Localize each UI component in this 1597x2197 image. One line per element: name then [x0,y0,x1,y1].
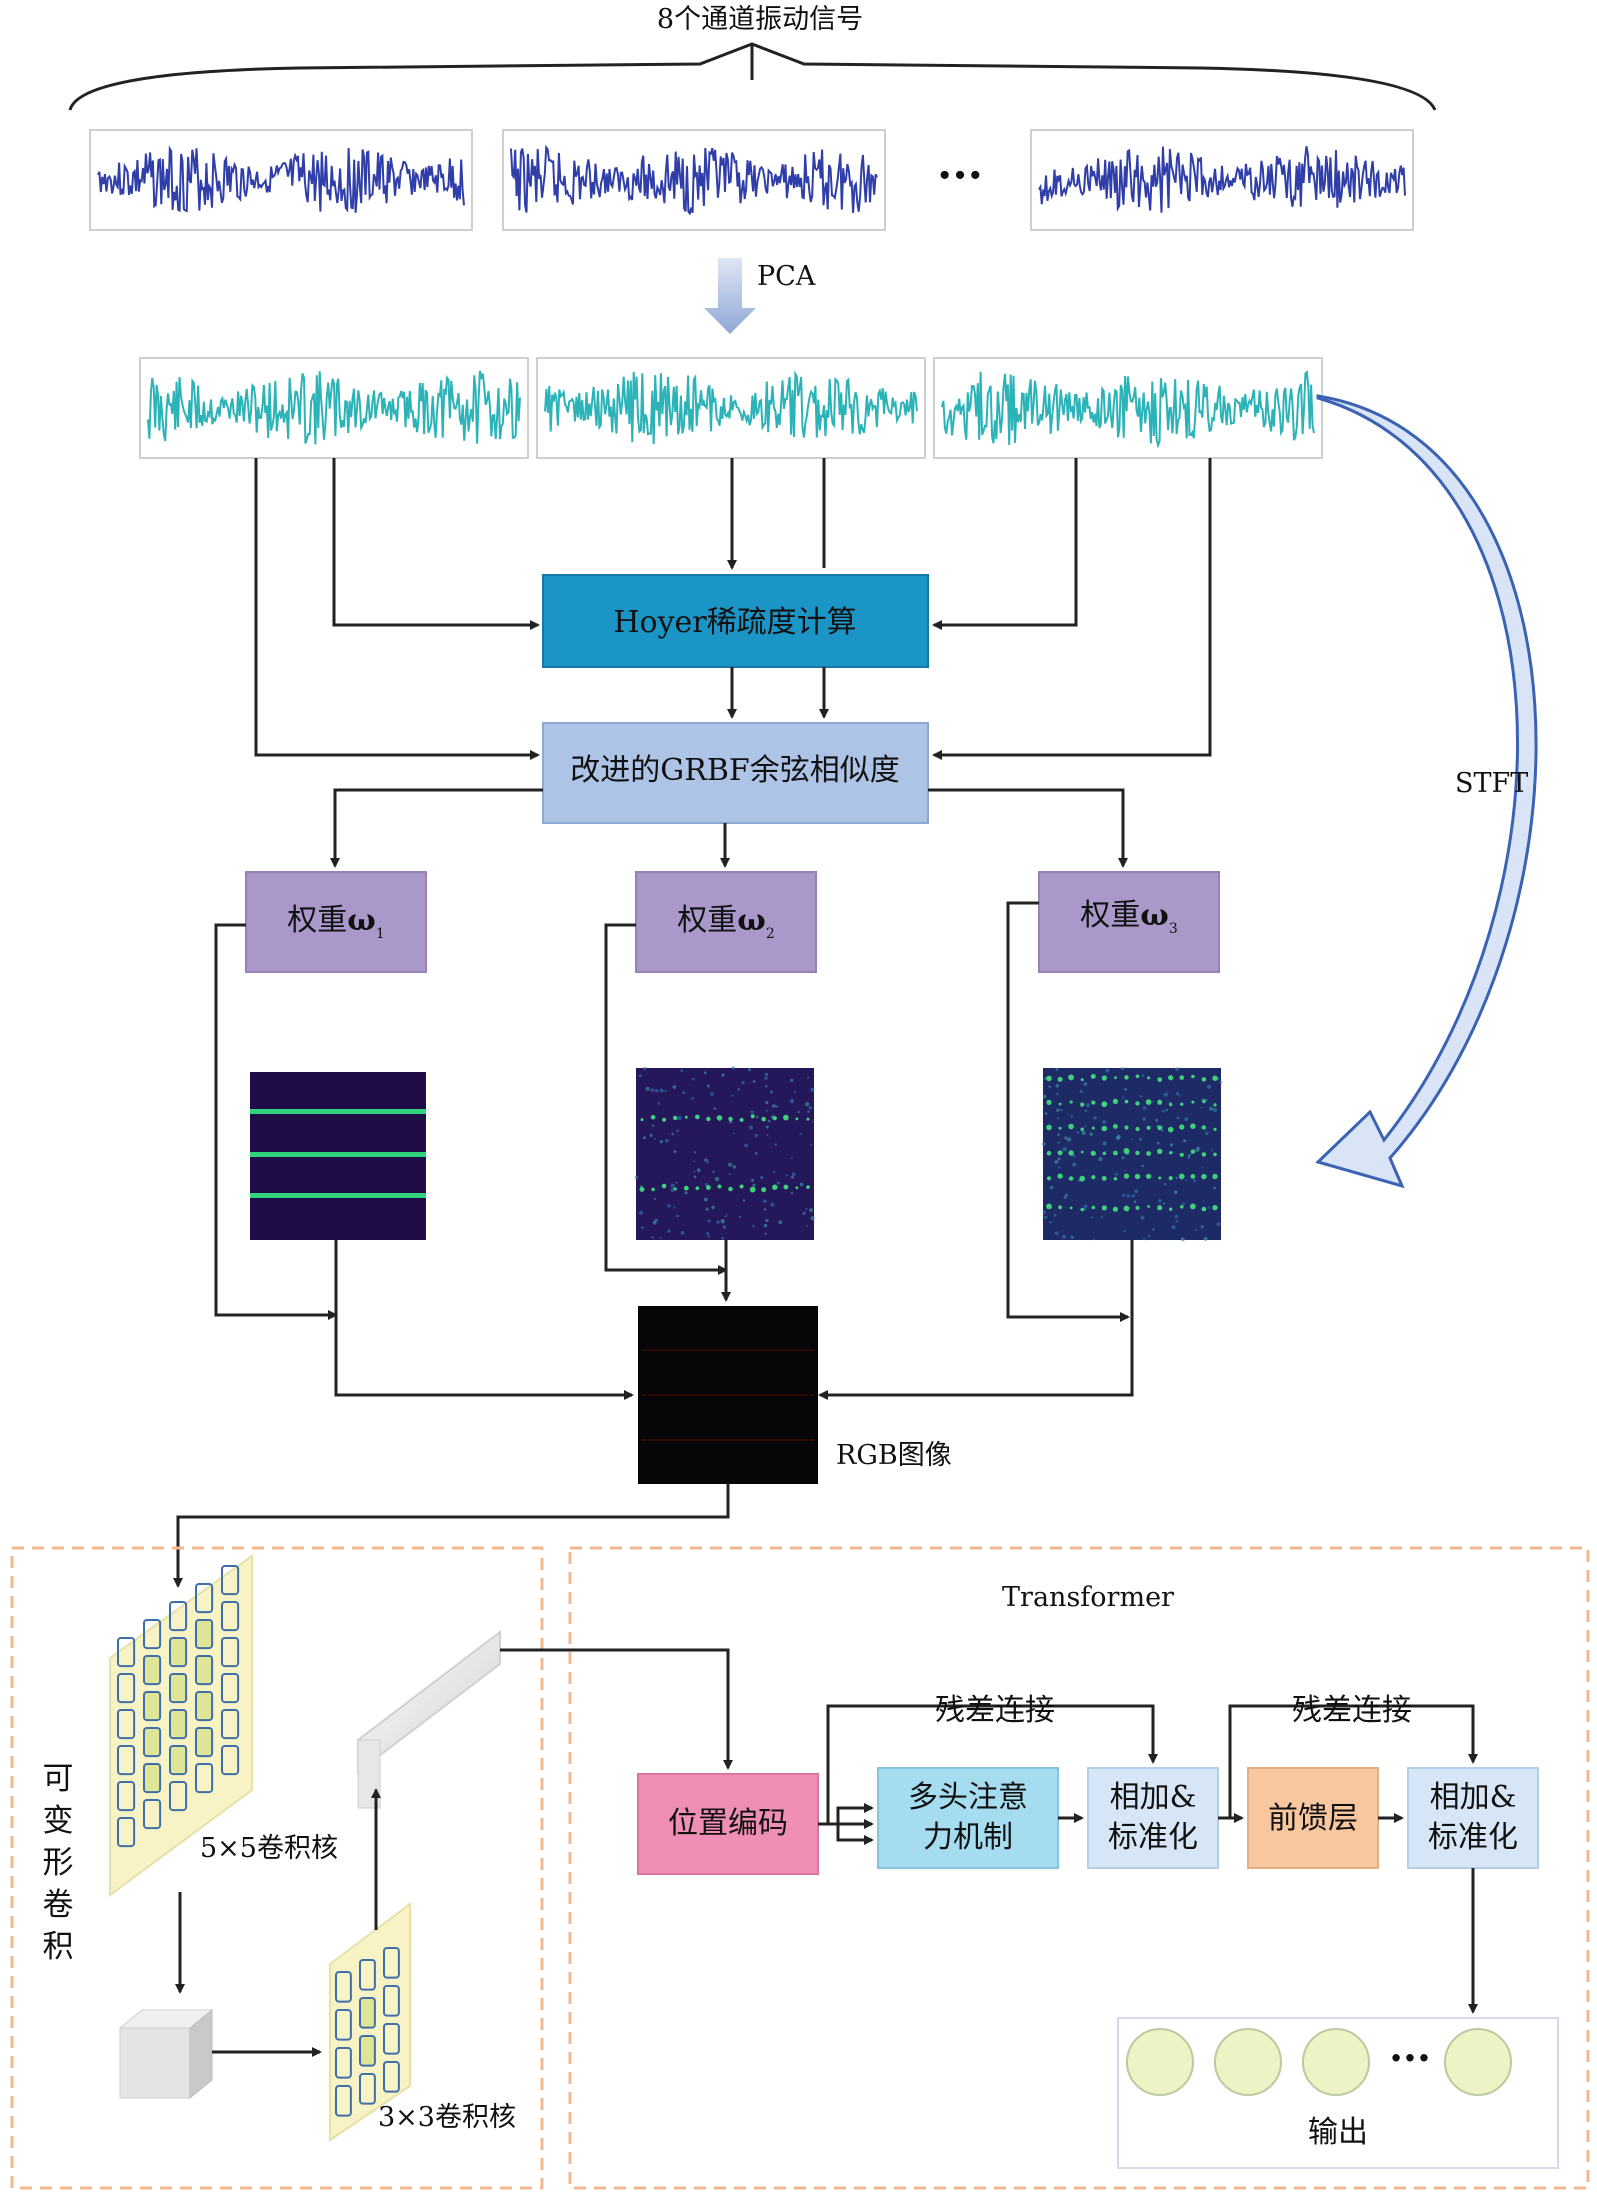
ffn-box [1247,1767,1379,1869]
transformer-wires [818,1704,1478,2014]
raw-signal-wave-3 [1038,146,1406,213]
weight-label-3: 权重ω3 [1080,898,1178,937]
transformer-label: Transformer [1002,1582,1174,1613]
output-node-4 [1444,2028,1512,2096]
residual-label-1: 残差连接 [935,1693,1055,1728]
weight-label-2: 权重ω2 [677,903,775,942]
plot-to-hoyer-wires [332,458,1078,630]
pca-arrow [704,258,756,334]
output-node-1 [1126,2028,1194,2096]
spectrogram-2 [634,1066,815,1240]
mha-label-line2: 力机制 [923,1820,1013,1855]
kernel-3x3-label: 3×3卷积核 [378,2102,516,2133]
deformable-conv-region [10,1546,544,2190]
pos-enc-box [637,1773,819,1875]
pca-signal-wave-2 [544,370,918,445]
addnorm-box-1 [1087,1767,1219,1869]
grbf-box [542,722,929,824]
rgb-to-conv-wire [173,1484,730,1588]
residual-label-2: 残差连接 [1292,1693,1412,1728]
mha-label-line1: 多头注意 [908,1780,1028,1815]
transformer-region [568,1546,1590,2190]
pca-signal-wave-3 [941,369,1315,449]
addnorm-1-label-line2: 标准化 [1108,1820,1198,1855]
output-ellipsis: ··· [1389,2035,1431,2082]
grbf-to-weight-wires [330,788,1128,868]
pca-label: PCA [757,261,816,292]
grbf-label: 改进的GRBF余弦相似度 [570,753,899,788]
weight-box-3 [1038,871,1220,973]
pos-enc-label: 位置编码 [668,1806,788,1841]
addnorm-box-2 [1407,1767,1539,1869]
deformable-conv-label: 可变形卷积 [42,1761,74,1965]
kernel-5x5-graphic [109,1554,253,1897]
output-label: 输出 [1308,2115,1368,2150]
spectrogram-3 [1042,1067,1223,1242]
raw-signal-plots [89,129,1414,231]
hoyer-label: Hoyer稀疏度计算 [613,605,856,640]
spectrogram-1 [250,1072,426,1240]
top-label: 8个通道振动信号 [657,4,863,35]
addnorm-2-label-line1: 相加& [1430,1780,1517,1815]
raw-signal-wave-1 [97,145,465,213]
output-node-3 [1302,2028,1370,2096]
pca-signal-wave-1 [147,370,521,445]
addnorm-2-label-line2: 标准化 [1428,1820,1518,1855]
addnorm-1-label-line1: 相加& [1110,1780,1197,1815]
spectrogram-to-rgb-wires [334,1240,1134,1400]
feature-beam [357,1629,501,1809]
ffn-label: 前馈层 [1268,1801,1358,1836]
rgb-label: RGB图像 [836,1440,952,1471]
feature-cube [118,2008,214,2100]
stft-arrow [1315,394,1538,1189]
kernel-5x5-label: 5×5卷积核 [200,1833,338,1864]
output-node-2 [1214,2028,1282,2096]
channel-ellipsis: ··· [937,150,983,201]
weight-label-1: 权重ω1 [287,903,385,942]
kernel-3x3-graphic [329,1902,411,2142]
hoyer-to-grbf-wires [727,667,829,719]
weight-box-2 [635,871,817,973]
plot-to-grbf-wires [254,458,1212,760]
stft-label: STFT [1455,768,1528,799]
weight-box-1 [245,871,427,973]
mha-box [877,1767,1059,1869]
raw-signal-wave-2 [510,144,878,216]
hoyer-box [542,574,929,668]
pca-signal-plots [139,357,1323,459]
weight-to-rgb-wires [214,901,1130,1322]
conv-flow-wires [175,1648,733,2057]
